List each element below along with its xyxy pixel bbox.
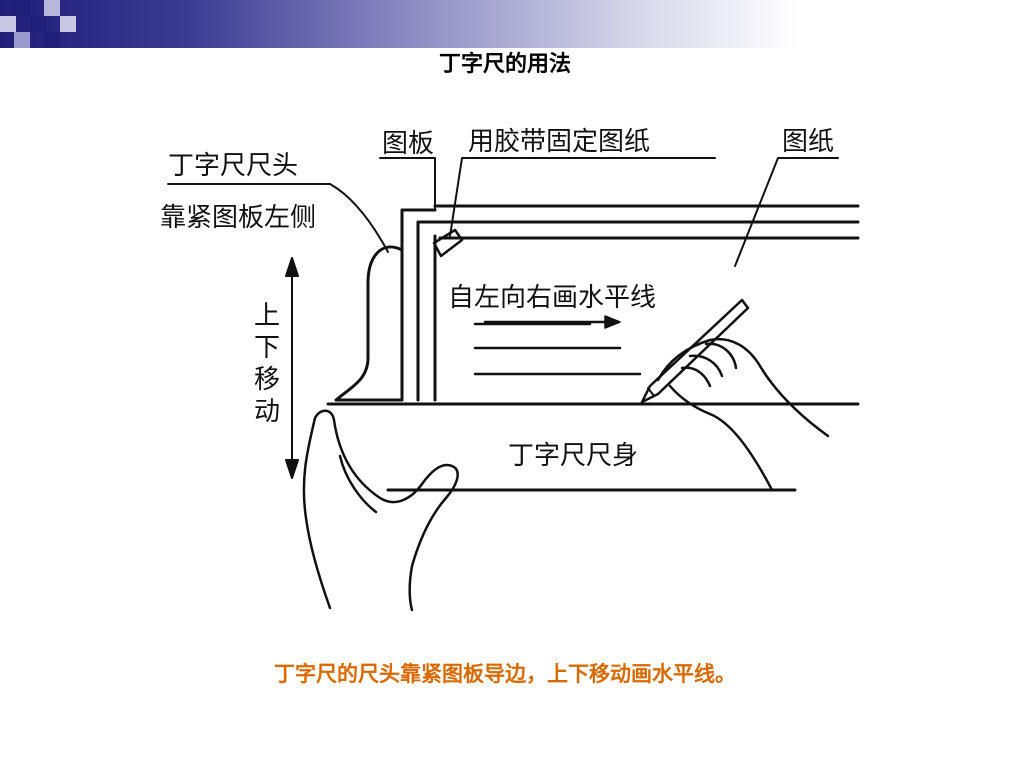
deco-square bbox=[60, 16, 76, 32]
deco-square bbox=[0, 16, 16, 32]
label-move-3: 移 bbox=[254, 365, 280, 395]
label-move-2: 下 bbox=[254, 333, 280, 363]
label-tape: 用胶带固定图纸 bbox=[468, 127, 650, 157]
left-hand bbox=[302, 409, 459, 612]
drawing-paper bbox=[418, 204, 860, 240]
t-square-usage-diagram: 丁字尺尺头 靠紧图板左侧 图板 用胶带固定图纸 图纸 自左向右画水平线 上 下 … bbox=[160, 127, 860, 612]
arrow-right-icon bbox=[483, 315, 621, 329]
deco-square bbox=[30, 16, 46, 32]
pencil-icon bbox=[640, 298, 750, 404]
deco-square bbox=[44, 32, 60, 48]
label-paper: 图纸 bbox=[782, 127, 834, 157]
label-head: 丁字尺尺头 bbox=[168, 151, 298, 181]
label-direction: 自左向右画水平线 bbox=[448, 283, 656, 313]
label-board: 图板 bbox=[382, 129, 434, 159]
arrow-updown-icon bbox=[285, 257, 299, 479]
slide-title: 丁字尺的用法 bbox=[438, 52, 571, 77]
label-move-1: 上 bbox=[254, 301, 280, 331]
deco-square bbox=[14, 32, 30, 48]
t-square-head bbox=[334, 245, 404, 402]
deco-square bbox=[44, 0, 60, 16]
label-move-4: 动 bbox=[254, 397, 280, 427]
slide-caption: 丁字尺的尺头靠紧图板导边，上下移动画水平线。 bbox=[274, 662, 736, 686]
right-hand bbox=[656, 337, 830, 492]
header-gradient-bar bbox=[0, 0, 1024, 48]
tape-piece bbox=[432, 228, 464, 258]
label-head-note: 靠紧图板左侧 bbox=[160, 203, 316, 233]
drawing-board bbox=[400, 208, 437, 402]
t-square-blade bbox=[326, 402, 860, 492]
leader-lines bbox=[167, 157, 839, 267]
deco-square bbox=[14, 0, 30, 16]
drawn-lines bbox=[473, 322, 642, 376]
label-blade: 丁字尺尺身 bbox=[508, 441, 638, 471]
